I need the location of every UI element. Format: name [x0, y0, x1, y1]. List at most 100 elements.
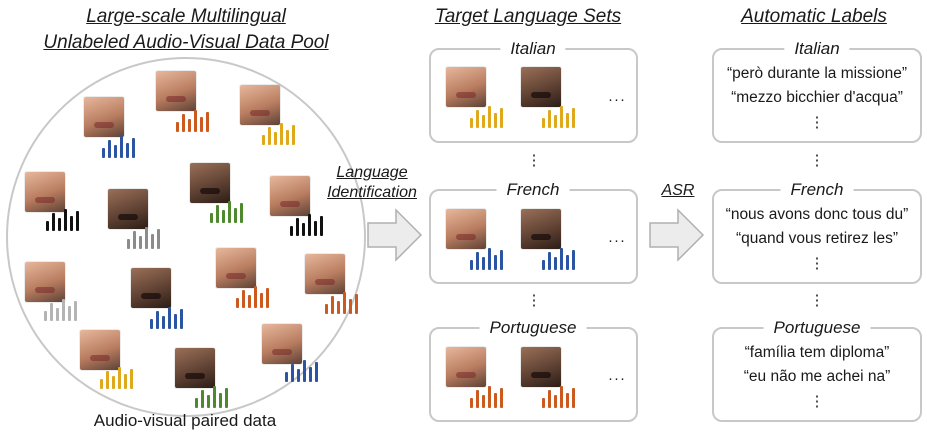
label-card-french — [712, 189, 922, 284]
waveform-bar — [560, 106, 563, 128]
waveform-bar — [248, 295, 251, 308]
waveform-bar — [488, 106, 491, 128]
waveform-bar — [188, 119, 191, 132]
label-card-italian — [712, 48, 922, 143]
face-thumbnail — [446, 67, 486, 107]
waveform-bar — [268, 127, 271, 145]
waveform-bar — [343, 292, 346, 314]
face-thumbnail — [175, 348, 215, 388]
waveform-bar — [157, 229, 160, 249]
more-items-ellipsis: ··· — [608, 232, 626, 249]
audio-waveform-icon — [542, 104, 575, 128]
waveform-bar — [120, 136, 123, 158]
audio-waveform-icon — [46, 207, 79, 231]
waveform-bar — [476, 390, 479, 408]
waveform-bar — [280, 123, 283, 145]
target-sets-title: Target Language Sets — [434, 6, 622, 27]
waveform-bar — [292, 125, 295, 145]
waveform-bar — [548, 110, 551, 128]
right-arrow-icon — [649, 208, 705, 262]
waveform-bar — [494, 255, 497, 270]
waveform-bar — [542, 118, 545, 128]
transcript-text: “nous avons donc tous du” — [725, 206, 909, 223]
waveform-bar — [168, 307, 171, 329]
audio-waveform-icon — [542, 246, 575, 270]
waveform-bar — [542, 260, 545, 270]
audio-waveform-icon — [262, 121, 295, 145]
audio-waveform-icon — [470, 104, 503, 128]
waveform-bar — [222, 210, 225, 223]
waveform-bar — [234, 208, 237, 223]
waveform-bar — [302, 223, 305, 236]
audio-waveform-icon — [100, 365, 133, 389]
waveform-bar — [210, 213, 213, 223]
face-thumbnail — [84, 97, 124, 137]
face-thumbnail — [108, 189, 148, 229]
language-identification-label: Language Identification — [318, 163, 426, 203]
waveform-bar — [254, 286, 257, 308]
waveform-bar — [174, 314, 177, 329]
waveform-bar — [266, 288, 269, 308]
target-set-lang-label: French — [496, 180, 570, 200]
waveform-bar — [476, 110, 479, 128]
waveform-bar — [314, 221, 317, 236]
asr-label: ASR — [661, 182, 695, 199]
waveform-bar — [213, 386, 216, 408]
waveform-bar — [56, 308, 59, 321]
face-thumbnail — [305, 254, 345, 294]
more-items-ellipsis: ··· — [608, 91, 626, 108]
waveform-bar — [219, 393, 222, 408]
waveform-bar — [156, 311, 159, 329]
waveform-bar — [162, 316, 165, 329]
waveform-bar — [548, 252, 551, 270]
waveform-bar — [194, 110, 197, 132]
waveform-bar — [337, 301, 340, 314]
waveform-bar — [554, 395, 557, 408]
waveform-bar — [126, 143, 129, 158]
label-card-lang-label: French — [780, 180, 854, 200]
waveform-bar — [560, 386, 563, 408]
waveform-bar — [124, 374, 127, 389]
face-thumbnail — [521, 209, 561, 249]
waveform-bar — [260, 293, 263, 308]
waveform-bar — [290, 226, 293, 236]
waveform-bar — [112, 376, 115, 389]
automatic-labels-title: Automatic Labels — [741, 6, 887, 27]
waveform-bar — [566, 393, 569, 408]
waveform-bar — [44, 311, 47, 321]
waveform-bar — [150, 319, 153, 329]
pool-title-line2: Unlabeled Audio-Visual Data Pool — [43, 32, 329, 53]
language-identification-line1: Language — [336, 164, 408, 181]
waveform-bar — [228, 201, 231, 223]
waveform-bar — [494, 393, 497, 408]
face-thumbnail — [446, 347, 486, 387]
face-thumbnail — [240, 85, 280, 125]
vertical-ellipsis: ⋮ — [526, 292, 542, 309]
vertical-ellipsis: ⋮ — [809, 292, 825, 309]
waveform-bar — [262, 135, 265, 145]
waveform-bar — [102, 148, 105, 158]
waveform-bar — [139, 236, 142, 249]
more-items-ellipsis: ··· — [608, 370, 626, 387]
label-card-portuguese — [712, 327, 922, 422]
waveform-bar — [331, 296, 334, 314]
waveform-bar — [242, 290, 245, 308]
waveform-bar — [200, 117, 203, 132]
waveform-bar — [296, 218, 299, 236]
vertical-ellipsis: ⋮ — [809, 152, 825, 169]
face-thumbnail — [131, 268, 171, 308]
waveform-bar — [554, 115, 557, 128]
waveform-bar — [355, 294, 358, 314]
face-thumbnail — [25, 172, 65, 212]
audio-waveform-icon — [210, 199, 243, 223]
waveform-bar — [240, 203, 243, 223]
face-thumbnail — [521, 347, 561, 387]
waveform-bar — [76, 211, 79, 231]
waveform-bar — [494, 113, 497, 128]
waveform-bar — [482, 257, 485, 270]
waveform-bar — [470, 260, 473, 270]
target-set-lang-label: Portuguese — [479, 318, 587, 338]
waveform-bar — [201, 390, 204, 408]
waveform-bar — [52, 213, 55, 231]
face-thumbnail — [156, 71, 196, 111]
